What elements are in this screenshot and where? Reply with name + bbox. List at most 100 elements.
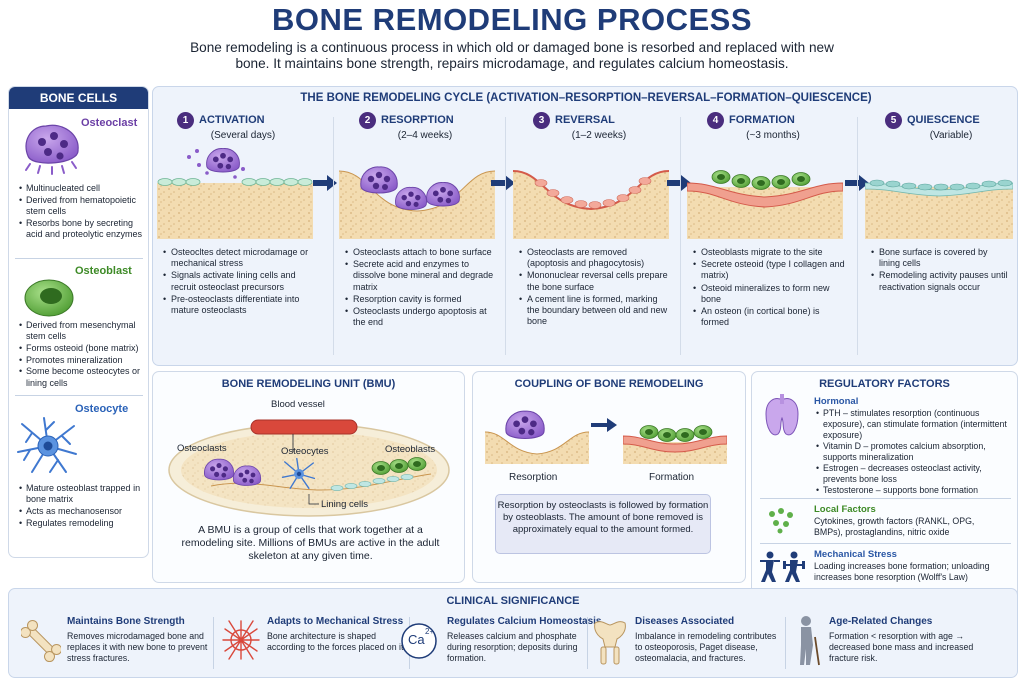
coupling-resorption-illustration xyxy=(485,410,589,464)
list-item: Derived from mesenchymal stem cells xyxy=(19,320,147,342)
osteoblast-icon xyxy=(24,279,74,317)
list-item: Multinucleated cell xyxy=(19,183,147,194)
osteoblast-list: Derived from mesenchymal stem cells Form… xyxy=(19,320,147,389)
calcium-symbol: Ca xyxy=(408,632,425,647)
list-item: Resorbs bone by secreting acid and prote… xyxy=(19,218,147,240)
osteoblasts-label: Osteoblasts xyxy=(385,444,436,455)
osteoblast-name: Osteoblast xyxy=(75,265,132,277)
bone-cells-panel: BONE CELLS Osteoclast Multinucleated cel… xyxy=(8,86,149,558)
list-item: Testosterone – supports bone formation xyxy=(816,485,1012,496)
coupling-description: Resorption by osteoclasts is followed by… xyxy=(495,494,711,554)
clinical-item-strength: Maintains Bone Strength Removes microdam… xyxy=(15,611,209,673)
osteoclast-list: Multinucleated cell Derived from hematop… xyxy=(19,183,147,241)
elderly-person-icon xyxy=(800,616,820,666)
arrow-right-icon xyxy=(491,175,515,191)
calcium-charge: 2+ xyxy=(425,627,435,636)
clinical-text: Removes microdamaged bone and replaces i… xyxy=(67,631,208,663)
list-item: Estrogen – decreases osteoclast activity… xyxy=(816,463,1012,485)
local-factors-text: Cytokines, growth factors (RANKL, OPG, B… xyxy=(814,516,975,537)
stage-number: 3 xyxy=(533,112,550,129)
stage-number: 5 xyxy=(885,112,902,129)
osteoclast-icon xyxy=(25,124,79,175)
list-item: A cement line is formed, marking the bou… xyxy=(519,294,671,328)
list-item: An osteon (in cortical bone) is formed xyxy=(693,306,845,328)
stage-number: 2 xyxy=(359,112,376,129)
page-title: BONE REMODELING PROCESS xyxy=(272,2,752,37)
bone-cells-title: BONE CELLS xyxy=(9,87,148,109)
activation-illustration xyxy=(157,148,313,239)
osteocytes-label: Osteocytes xyxy=(281,446,329,457)
cycle-title: THE BONE REMODELING CYCLE (ACTIVATION–RE… xyxy=(300,92,872,104)
divider xyxy=(760,543,1011,544)
osteoclast-name: Osteoclast xyxy=(81,117,138,129)
bmu-panel: BONE REMODELING UNIT (BMU) Blood vessel … xyxy=(152,371,465,583)
list-item: Forms osteoid (bone matrix) xyxy=(19,343,147,354)
clinical-text: Imbalance in remodeling contributes to o… xyxy=(635,631,777,663)
local-factors-title: Local Factors xyxy=(814,504,876,515)
list-item: Acts as mechanosensor xyxy=(19,506,147,517)
bmu-description: A BMU is a group of cells that work toge… xyxy=(181,524,440,562)
coupling-panel: COUPLING OF BONE REMODELING Resorption F… xyxy=(472,371,746,583)
mechanical-stress-title: Mechanical Stress xyxy=(814,549,897,560)
list-item: PTH – stimulates resorption (continuous … xyxy=(816,408,1012,440)
stage-duration: (1–2 weeks) xyxy=(571,130,627,141)
resorption-label: Resorption xyxy=(509,472,558,483)
local-factors-icon xyxy=(769,508,793,534)
stage-duration: (Variable) xyxy=(929,130,973,141)
stage-number: 1 xyxy=(177,112,194,129)
list-item: Remodeling activity pauses until reactiv… xyxy=(871,270,1011,292)
list-item: Derived from hematopoietic stem cells xyxy=(19,195,147,217)
bmu-title: BONE REMODELING UNIT (BMU) xyxy=(221,378,396,390)
clinical-item-mechanical: Adapts to Mechanical Stress Bone archite… xyxy=(217,611,411,673)
remodeling-cycle-panel: THE BONE REMODELING CYCLE (ACTIVATION–RE… xyxy=(152,86,1018,366)
bone-icon xyxy=(21,619,61,663)
clinical-text: Releases calcium and phosphate during re… xyxy=(447,631,578,663)
arrow-right-icon xyxy=(313,175,337,191)
thyroid-icon xyxy=(765,394,799,436)
divider xyxy=(760,498,1011,499)
stage-name: ACTIVATION xyxy=(199,114,265,126)
mechanical-stress-text: Loading increases bone formation; unload… xyxy=(814,561,990,582)
divider xyxy=(785,617,786,669)
formation-illustration xyxy=(687,170,843,239)
arrow-right-icon xyxy=(667,175,691,191)
divider xyxy=(587,617,588,669)
divider xyxy=(333,117,334,355)
list-item: Osteoclasts undergo apoptosis at the end xyxy=(345,306,497,328)
resorption-illustration xyxy=(339,166,495,239)
resorption-points: Osteoclasts attach to bone surface Secre… xyxy=(345,247,497,329)
clinical-text: Bone architecture is shaped according to… xyxy=(267,631,406,652)
divider xyxy=(505,117,506,355)
clinical-name: Regulates Calcium Homeostasis xyxy=(447,616,602,627)
hormonal-title: Hormonal xyxy=(814,396,859,407)
list-item: Some become osteocytes or lining cells xyxy=(19,366,147,388)
list-item: Signals activate lining cells and recrui… xyxy=(163,270,315,292)
blood-vessel-label: Blood vessel xyxy=(271,399,325,410)
clinical-title: CLINICAL SIGNIFICANCE xyxy=(446,595,580,607)
list-item: Osteoid mineralizes to form new bone xyxy=(693,283,845,305)
coupling-formation-illustration xyxy=(623,425,727,464)
list-item: Promotes mineralization xyxy=(19,355,147,366)
list-item: Bone surface is covered by lining cells xyxy=(871,247,1011,269)
list-item: Regulates remodeling xyxy=(19,518,147,529)
divider xyxy=(15,395,143,396)
osteocyte-name: Osteocyte xyxy=(75,403,129,415)
pelvis-icon xyxy=(594,621,626,665)
quiescence-points: Bone surface is covered by lining cells … xyxy=(871,247,1011,294)
calcium-icon xyxy=(401,623,437,659)
divider xyxy=(213,617,214,669)
divider xyxy=(857,117,858,355)
divider xyxy=(680,117,681,355)
list-item: Osteoblasts migrate to the site xyxy=(693,247,845,258)
list-item: Osteoclasts attach to bone surface xyxy=(345,247,497,258)
stage-duration: (2–4 weeks) xyxy=(397,130,453,141)
formation-points: Osteoblasts migrate to the site Secrete … xyxy=(693,247,845,329)
clinical-significance-panel: CLINICAL SIGNIFICANCE Maintains Bone Str… xyxy=(8,588,1018,678)
activation-points: Osteocltes detect microdamage or mechani… xyxy=(163,247,315,317)
clinical-name: Maintains Bone Strength xyxy=(67,616,185,627)
list-item: Resorption cavity is formed xyxy=(345,294,497,305)
hormonal-list: PTH – stimulates resorption (continuous … xyxy=(816,408,1012,496)
list-item: Secrete acid and enzymes to dissolve bon… xyxy=(345,259,497,293)
osteoclasts-label: Osteoclasts xyxy=(177,443,227,454)
list-item: Mature osteoblast trapped in bone matrix xyxy=(19,483,147,505)
